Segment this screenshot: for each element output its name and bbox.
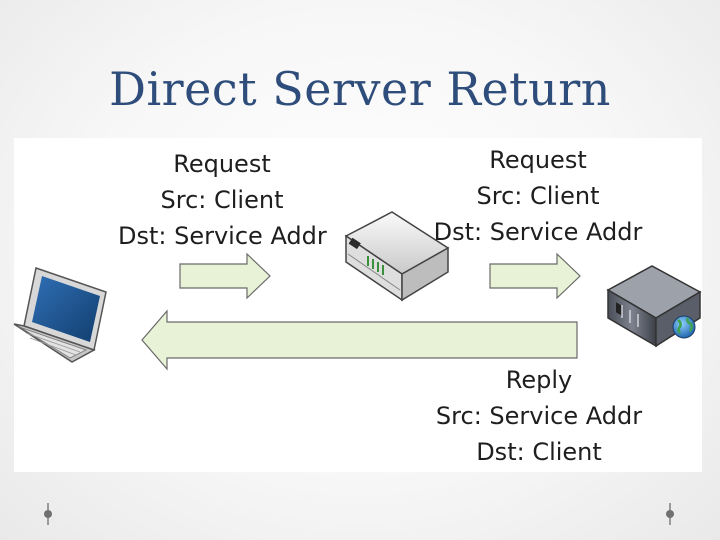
request-arrow-to-server	[489, 252, 581, 300]
request-label-left-line-3: Dst: Service Addr	[118, 222, 327, 250]
slide-title: Direct Server Return	[109, 62, 611, 116]
request-label-right: Request Src: Client Dst: Service Addr	[432, 142, 644, 250]
request-label-left: Request Src: Client Dst: Service Addr	[118, 146, 327, 254]
diagram-panel	[14, 138, 702, 472]
request-label-right-line-1: Request	[489, 146, 587, 174]
request-label-left-line-1: Request	[173, 150, 271, 178]
network-switch-icon	[344, 211, 450, 302]
globe-icon	[672, 315, 696, 339]
request-label-right-line-2: Src: Client	[476, 182, 600, 210]
request-label-left-line-2: Src: Client	[160, 186, 284, 214]
request-arrow-to-switch	[179, 252, 271, 300]
reply-arrow-to-client	[141, 309, 578, 371]
request-label-right-line-3: Dst: Service Addr	[433, 218, 643, 246]
bullet-right	[666, 503, 674, 525]
laptop-icon	[13, 267, 107, 363]
reply-label-line-3: Dst: Client	[476, 438, 602, 466]
bullet-left	[44, 503, 52, 525]
reply-label: Reply Src: Service Addr Dst: Client	[434, 362, 644, 470]
reply-label-line-1: Reply	[505, 366, 573, 394]
reply-label-line-2: Src: Service Addr	[435, 402, 643, 430]
